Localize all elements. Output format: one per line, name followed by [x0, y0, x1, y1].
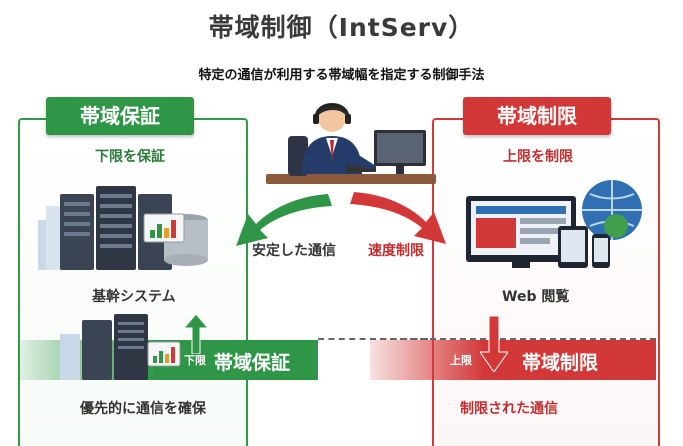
guarantee-panel: [18, 118, 248, 446]
up-arrow-icon: [184, 314, 208, 354]
guarantee-strip-small: 下限: [184, 354, 206, 367]
red-flow-label: 速度制限: [368, 243, 424, 259]
limit-strip-small: 上限: [450, 354, 472, 367]
guarantee-strip-label: 帯域保証: [214, 352, 291, 374]
red-flow-arrow: [350, 192, 446, 244]
limit-caption: 上限を制限: [503, 149, 573, 165]
guarantee-tag: 帯域保証: [46, 97, 194, 135]
operator-illustration: [266, 103, 436, 184]
green-flow-arrow: [236, 194, 332, 246]
limit-panel: [432, 118, 660, 446]
guarantee-caption: 下限を保証: [95, 149, 165, 165]
limit-tag: 帯域制限: [463, 97, 611, 135]
down-arrow-icon: [480, 316, 508, 372]
web-devices-icon: [466, 180, 642, 268]
green-flow-label: 安定した通信: [252, 243, 336, 259]
limit-footer: 制限された通信: [460, 401, 558, 417]
server-small-icon: [60, 314, 181, 380]
guarantee-footer: 優先的に通信を確保: [80, 401, 206, 417]
web-label: Web 閲覧: [502, 289, 570, 305]
page-subtitle: 特定の通信が利用する帯域幅を指定する制御手法: [198, 68, 485, 83]
system-label: 基幹システム: [92, 289, 176, 305]
divider-dashed-right: [370, 338, 656, 340]
server-rack-icon: [38, 186, 208, 270]
limit-strip: [370, 340, 656, 380]
limit-strip-label: 帯域制限: [522, 352, 599, 374]
page-title: 帯域制御（IntServ）: [208, 13, 475, 42]
